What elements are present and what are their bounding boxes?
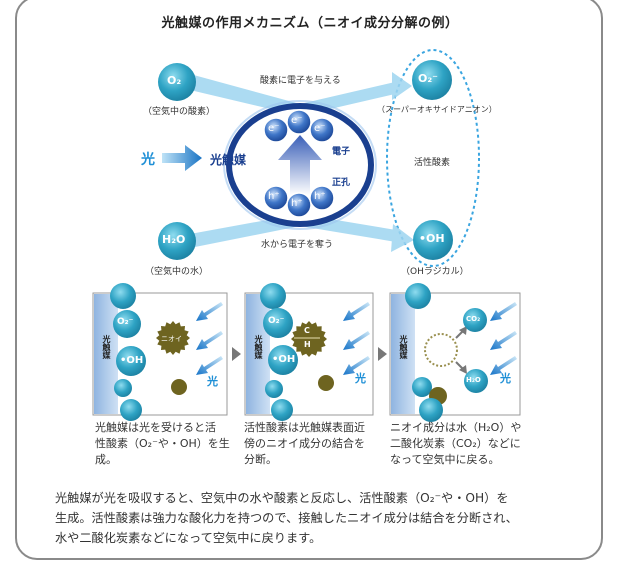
diagram-frame	[15, 0, 603, 560]
panel-1-light-label: 光	[207, 375, 218, 388]
superoxide-symbol: O₂⁻	[418, 72, 438, 85]
caption-line: 性酸素（O₂⁻や・OH）を生	[95, 437, 230, 450]
h2o-sphere	[464, 369, 488, 393]
hole-symbol: h⁺	[268, 191, 280, 202]
electron-symbol: e⁻	[268, 123, 280, 134]
photocatalyst-label: 光触媒	[210, 153, 247, 167]
energy-up-arrow	[278, 135, 322, 195]
panel-3-h2o-symbol: H₂O	[466, 376, 481, 384]
panel-3-co2-symbol: CO₂	[466, 315, 481, 323]
caption-line: 分断。	[244, 453, 277, 466]
oxygen-symbol: O₂	[167, 74, 182, 87]
dispersed-odor	[424, 333, 458, 367]
light-rays-2	[343, 302, 370, 375]
panel-1-wall-label: 光触媒	[102, 335, 111, 359]
electron-symbol: e⁻	[291, 115, 303, 126]
hydroxyl-sphere	[413, 220, 453, 260]
panel-3-light-label: 光	[500, 372, 511, 385]
panel-2-odor-h: H	[304, 340, 311, 349]
panel-2-odor-c: C	[304, 326, 310, 335]
description-line: 光触媒が光を吸収すると、空気中の水や酸素と反応し、活性酸素（O₂⁻や・OH）を	[55, 491, 509, 505]
water-sphere	[158, 222, 196, 260]
caption-line: 活性酸素は光触媒表面近	[244, 421, 365, 434]
panel-1	[92, 283, 228, 421]
odor-molecule	[156, 321, 190, 355]
step-arrow-1	[232, 347, 241, 361]
panel-1-oh-symbol: •OH	[120, 355, 144, 366]
odor-molecule-shape	[291, 321, 327, 357]
caption-line: 光触媒は光を受けると活	[95, 421, 216, 434]
diagram-title: 光触媒の作用メカニズム（ニオイ成分分解の例）	[161, 16, 459, 31]
step-arrow-2	[378, 347, 387, 361]
panel-3	[389, 283, 521, 422]
panel-2-wall-label: 光触媒	[254, 335, 263, 359]
panel-2-o2-symbol: O₂⁻	[268, 316, 285, 326]
arrow-bottom-label: 水から電子を奪う	[261, 240, 334, 250]
description: 光触媒が光を吸収すると、空気中の水や酸素と反応し、活性酸素（O₂⁻や・OH）を …	[55, 488, 575, 548]
active-oxygen-label: 活性酸素	[414, 158, 451, 168]
superoxide-label: （スーパーオキサイドアニオン）	[377, 105, 497, 114]
caption-line: ニオイ成分は水（H₂O）や	[390, 421, 522, 434]
electron-label: 電子	[332, 147, 351, 157]
panel-2-caption: 活性酸素は光触媒表面近 傍のニオイ成分の結合を 分断。	[244, 420, 384, 468]
co2-sphere	[463, 308, 487, 332]
superoxide-sphere	[412, 60, 452, 100]
arrow-top-label: 酸素に電子を与える	[260, 76, 341, 86]
hole-label: 正孔	[332, 178, 351, 188]
electron-symbol: e⁻	[314, 123, 326, 134]
description-line: 水や二酸化炭素などになって空気中に戻ります。	[55, 531, 322, 545]
holes	[263, 185, 335, 218]
panel-3-wall-label: 光触媒	[399, 335, 408, 359]
panel-1-caption: 光触媒は光を受けると活 性酸素（O₂⁻や・OH）を生 成。	[95, 420, 235, 468]
light-rays-1	[196, 302, 223, 375]
light-label: 光	[141, 152, 155, 168]
caption-line: なって空気中に戻る。	[390, 453, 500, 466]
caption-line: 傍のニオイ成分の結合を	[244, 437, 365, 450]
panel-2	[244, 283, 374, 421]
description-line: 生成。活性酸素は強力な酸化力を持つので、接触したニオイ成分は結合を分断され、	[55, 511, 518, 525]
panel-1-o2-symbol: O₂⁻	[117, 317, 134, 327]
oxygen-sphere	[158, 63, 196, 101]
odor-molecule-shape	[156, 321, 190, 355]
water-symbol: H₂O	[162, 233, 186, 246]
panel-2-oh-symbol: •OH	[272, 354, 296, 365]
electrons	[263, 109, 335, 143]
caption-line: 二酸化炭素（CO₂）などに	[390, 437, 521, 450]
light-arrow	[162, 145, 202, 171]
water-label: （空気中の水）	[145, 267, 209, 277]
active-oxygen-outline	[386, 49, 480, 267]
panel-3-caption: ニオイ成分は水（H₂O）や 二酸化炭素（CO₂）などに なって空気中に戻る。	[390, 420, 535, 468]
hydroxyl-symbol: •OH	[419, 232, 445, 245]
oxygen-label: （空気中の酸素）	[143, 107, 216, 117]
hole-symbol: h⁺	[291, 198, 303, 209]
panel-1-odor-label: ニオイ	[161, 335, 182, 343]
caption-line: 成。	[95, 453, 117, 466]
panel-2-light-label: 光	[355, 372, 366, 385]
hydroxyl-label: （OHラジカル）	[401, 267, 469, 277]
hole-symbol: h⁺	[314, 191, 326, 202]
light-rays-3	[490, 302, 517, 375]
